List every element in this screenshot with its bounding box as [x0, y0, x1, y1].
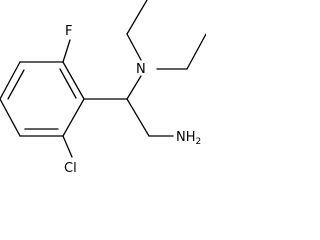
- ring-double-bond-inner-a: [59, 68, 77, 99]
- molecule-structure: F N Cl NH2: [0, 0, 206, 176]
- fluorine-label: F: [65, 24, 72, 39]
- ring-bond-c5-c6: [0, 61, 21, 100]
- bond-chiral-carbon-ch2: [126, 98, 150, 137]
- bond-ring-chlorine: [62, 135, 73, 158]
- chlorine-label: Cl: [64, 161, 77, 176]
- amine-nh: NH: [176, 130, 196, 145]
- amine-label: NH2: [176, 130, 201, 147]
- ring-bond-c4-c5: [0, 98, 21, 137]
- ring-bond-c2-c3: [62, 98, 85, 137]
- ring-bond-c1-c2: [62, 61, 85, 100]
- bond-nitrogen-ethyl-left-ch2: [126, 33, 142, 61]
- amine-h-count: 2: [196, 137, 202, 147]
- bond-chiral-carbon-nitrogen: [126, 75, 142, 100]
- bond-ring-fluorine: [62, 39, 71, 63]
- ring-double-bond-inner-c: [7, 69, 25, 100]
- bond-ethyl-right-ch3: [186, 33, 206, 70]
- bond-ethyl-left-ch3: [126, 0, 148, 35]
- nitrogen-label: N: [136, 62, 146, 77]
- benzene-ring: [0, 61, 85, 137]
